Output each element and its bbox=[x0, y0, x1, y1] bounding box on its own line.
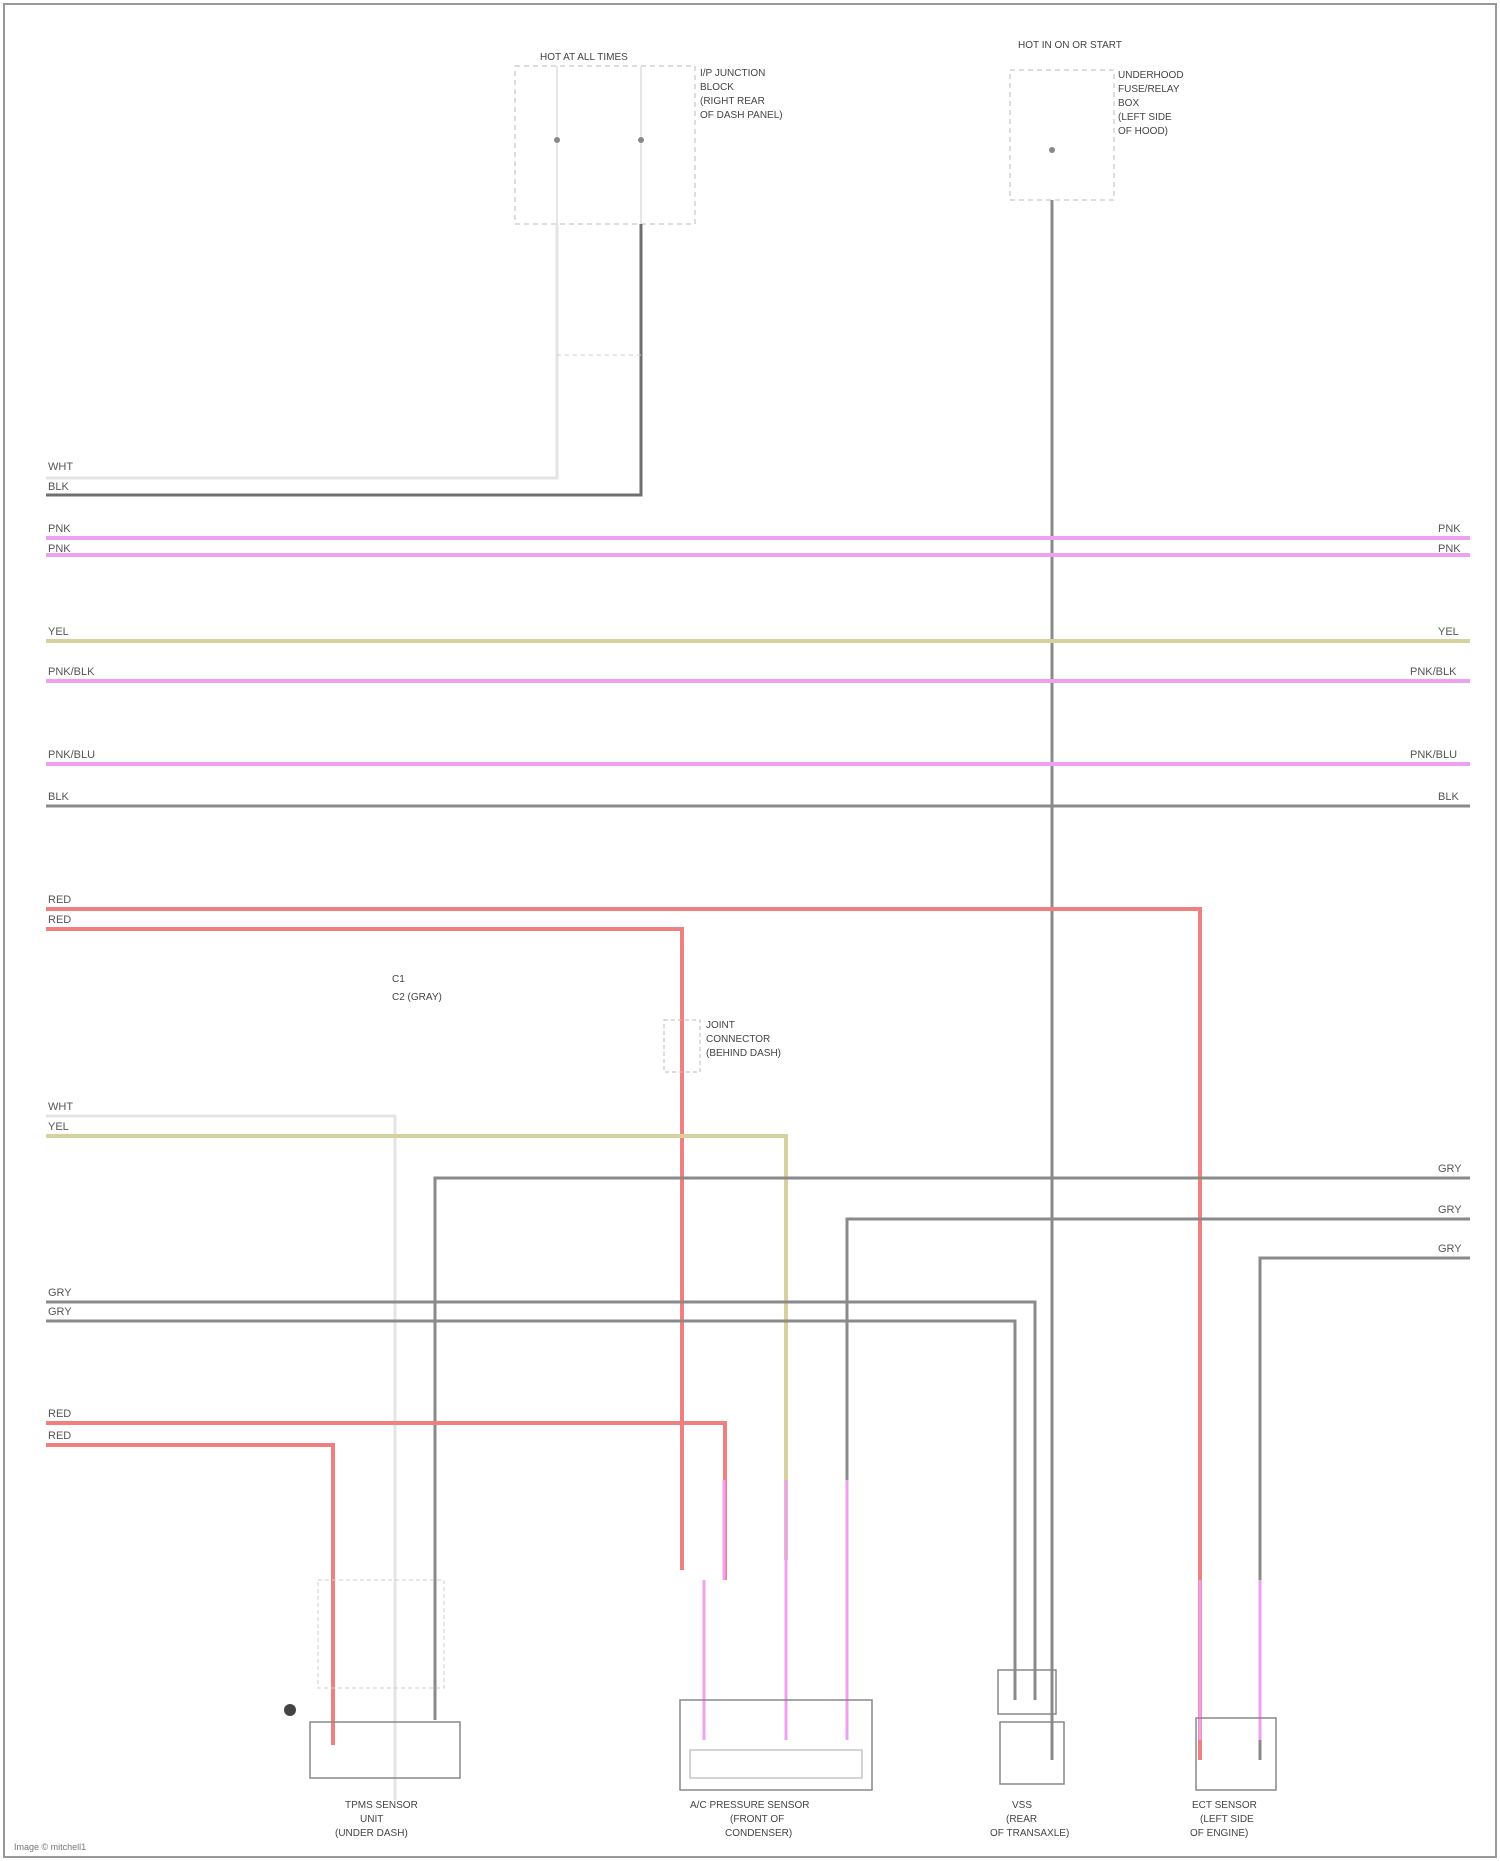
junction-header: HOT IN ON OR START bbox=[1018, 40, 1122, 51]
wire-label: BLK bbox=[48, 481, 69, 493]
junction-box-right: HOT IN ON OR START UNDERHOOD FUSE/RELAY … bbox=[1010, 40, 1184, 200]
wire-labels-left: WHT BLK PNK PNK YEL PNK/BLK PNK/BLU BLK … bbox=[48, 461, 95, 1442]
wire-gray-4 bbox=[1260, 1258, 1470, 1760]
wire-gray-5 bbox=[46, 1302, 1035, 1700]
wire-label: GRY bbox=[48, 1287, 72, 1299]
wire-label: PNK bbox=[48, 543, 71, 555]
joint-label-3: (BEHIND DASH) bbox=[706, 1048, 781, 1059]
fuse-box-header: HOT AT ALL TIMES bbox=[540, 52, 628, 63]
ac-sensor-label-2: (FRONT OF bbox=[730, 1814, 784, 1825]
fuse-box-label-4: OF DASH PANEL) bbox=[700, 110, 783, 121]
ground-icon bbox=[284, 1704, 296, 1716]
wire-gray-6 bbox=[46, 1321, 1015, 1700]
fuse-relay-box: HOT AT ALL TIMES I/P JUNCTION BLOCK (RIG… bbox=[515, 52, 783, 224]
wire-label: RED bbox=[48, 1408, 71, 1420]
wire-white-mid bbox=[46, 1116, 395, 1800]
wire-label: PNK/BLU bbox=[48, 749, 95, 761]
tpms-label-1: TPMS SENSOR bbox=[345, 1800, 418, 1811]
junction-label-3: BOX bbox=[1118, 98, 1139, 109]
sensor-vss: VSS (REAR OF TRANSAXLE) bbox=[990, 1670, 1069, 1839]
wire-label: WHT bbox=[48, 461, 73, 473]
junction-label-2: FUSE/RELAY bbox=[1118, 84, 1180, 95]
wire-dark-top bbox=[46, 224, 641, 495]
vss-label-2: (REAR bbox=[1006, 1814, 1037, 1825]
wire-label: GRY bbox=[1438, 1243, 1462, 1255]
tpms-label-2: UNIT bbox=[360, 1814, 383, 1825]
joint-label-1: JOINT bbox=[706, 1020, 735, 1031]
junction-label-4: (LEFT SIDE bbox=[1118, 112, 1172, 123]
wire-label: PNK/BLK bbox=[48, 666, 95, 678]
fuse-box-label-1: I/P JUNCTION bbox=[700, 68, 765, 79]
note-1: C1 bbox=[392, 974, 405, 985]
ac-sensor-label-1: A/C PRESSURE SENSOR bbox=[690, 1800, 809, 1811]
wire-label: GRY bbox=[1438, 1204, 1462, 1216]
wire-label: YEL bbox=[48, 1121, 69, 1133]
sensor-ac-pressure: A/C PRESSURE SENSOR (FRONT OF CONDENSER) bbox=[680, 1700, 872, 1839]
wire-label: PNK bbox=[1438, 523, 1461, 535]
junction-label-5: OF HOOD) bbox=[1118, 126, 1168, 137]
ac-sensor-label-3: CONDENSER) bbox=[725, 1828, 792, 1839]
wire-label: PNK bbox=[1438, 543, 1461, 555]
vss-label-3: OF TRANSAXLE) bbox=[990, 1828, 1069, 1839]
joint-label-2: CONNECTOR bbox=[706, 1034, 770, 1045]
wire-label: GRY bbox=[48, 1306, 72, 1318]
wire-label: YEL bbox=[48, 626, 69, 638]
wire-red-4 bbox=[46, 1445, 333, 1745]
wire-gray-3 bbox=[847, 1219, 1470, 1560]
wire-label: PNK bbox=[48, 523, 71, 535]
wire-red-2 bbox=[46, 929, 682, 1570]
wire-label: BLK bbox=[1438, 791, 1459, 803]
wire-label: YEL bbox=[1438, 626, 1459, 638]
wire-label: RED bbox=[48, 914, 71, 926]
wire-white-top bbox=[46, 224, 557, 478]
tpms-label-3: (UNDER DASH) bbox=[335, 1828, 408, 1839]
vss-label-1: VSS bbox=[1012, 1800, 1032, 1811]
wire-label: RED bbox=[48, 1430, 71, 1442]
wire-label: WHT bbox=[48, 1101, 73, 1113]
sensor-ect: ECT SENSOR (LEFT SIDE OF ENGINE) bbox=[1190, 1718, 1276, 1839]
footer-credit: Image © mitchell1 bbox=[14, 1842, 86, 1852]
wire-red-1 bbox=[46, 909, 1200, 1760]
wire-yellow-mid bbox=[46, 1136, 786, 1560]
wire-label: BLK bbox=[48, 791, 69, 803]
wire-label: GRY bbox=[1438, 1163, 1462, 1175]
junction-label-1: UNDERHOOD bbox=[1118, 70, 1184, 81]
ect-label-2: (LEFT SIDE bbox=[1200, 1814, 1254, 1825]
note-2: C2 (GRAY) bbox=[392, 992, 442, 1003]
ect-label-1: ECT SENSOR bbox=[1192, 1800, 1257, 1811]
wire-labels-right: PNK PNK YEL PNK/BLK PNK/BLU BLK GRY GRY … bbox=[1410, 523, 1462, 1255]
fuse-box-label-2: BLOCK bbox=[700, 82, 734, 93]
wire-label: PNK/BLK bbox=[1410, 666, 1457, 678]
wire-label: RED bbox=[48, 894, 71, 906]
ect-label-3: OF ENGINE) bbox=[1190, 1828, 1248, 1839]
fuse-box-label-3: (RIGHT REAR bbox=[700, 96, 765, 107]
wire-label: PNK/BLU bbox=[1410, 749, 1457, 761]
